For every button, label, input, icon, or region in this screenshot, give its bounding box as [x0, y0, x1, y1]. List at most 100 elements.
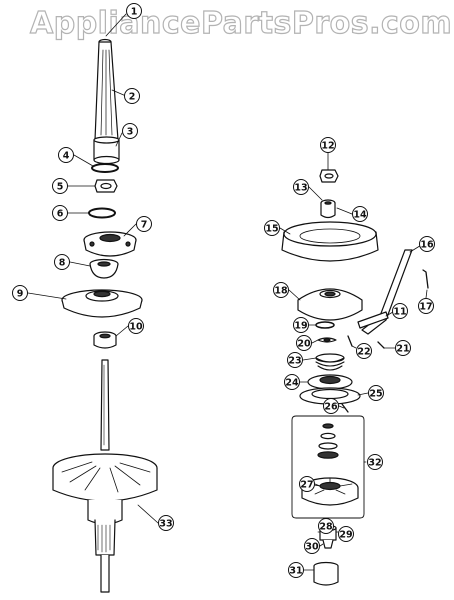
callout-circle — [158, 515, 174, 531]
callout-number: 23 — [288, 355, 301, 366]
callout-circle — [352, 206, 368, 222]
callout-number: 4 — [63, 150, 70, 161]
callout-number: 18 — [274, 285, 288, 296]
callout-number: 29 — [339, 529, 352, 540]
callout-circle — [124, 88, 140, 104]
callout-5: 5 — [52, 178, 68, 194]
part-19-washer-drawing — [315, 321, 335, 329]
callout-8: 8 — [54, 254, 70, 270]
callout-circle — [320, 137, 336, 153]
callout-circle — [419, 236, 435, 252]
callout-23: 23 — [287, 352, 303, 368]
callout-number: 13 — [294, 182, 307, 193]
callout-circle — [288, 562, 304, 578]
callout-number: 14 — [353, 209, 367, 220]
watermark: AppliancePartsPros.com — [29, 5, 453, 41]
callout-number: 15 — [265, 223, 278, 234]
part-24-25-disc-drawing — [299, 374, 361, 405]
part-3-collar-drawing — [93, 136, 120, 165]
callout-9: 9 — [12, 285, 28, 301]
callout-13: 13 — [293, 179, 309, 195]
callout-number: 22 — [357, 346, 370, 357]
callout-circle — [299, 476, 315, 492]
callout-circle — [12, 285, 28, 301]
callout-25: 25 — [368, 385, 384, 401]
callout-26: 26 — [323, 398, 339, 414]
callout-circle — [284, 374, 300, 390]
callout-circle — [367, 454, 383, 470]
callout-11: 11 — [392, 303, 408, 319]
callout-circle — [368, 385, 384, 401]
part-21-22-screws-drawing — [347, 335, 385, 349]
callout-number: 17 — [419, 301, 432, 312]
callout-32: 32 — [367, 454, 383, 470]
callout-number: 6 — [57, 208, 64, 219]
part-8-cup-drawing — [89, 258, 119, 279]
callout-circle — [318, 518, 334, 534]
part-5-nut-drawing — [94, 179, 118, 193]
part-11-plate-drawing — [357, 311, 389, 329]
part-10-bushing-drawing — [93, 331, 117, 349]
callout-circle — [126, 3, 142, 19]
callout-circle — [287, 352, 303, 368]
callout-circle — [128, 318, 144, 334]
callout-circle — [273, 282, 289, 298]
callout-circle — [264, 220, 280, 236]
callout-number: 2 — [129, 91, 136, 102]
callout-number: 32 — [368, 457, 381, 468]
callout-number: 11 — [393, 306, 406, 317]
callout-24: 24 — [284, 374, 300, 390]
callout-33: 33 — [158, 515, 174, 531]
callout-number: 33 — [159, 518, 172, 529]
callout-number: 27 — [300, 479, 313, 490]
callout-circle — [52, 205, 68, 221]
part-7-housing-drawing — [83, 231, 137, 257]
leader-lines — [27, 13, 428, 571]
callout-19: 19 — [293, 317, 309, 333]
callout-17: 17 — [418, 298, 434, 314]
callout-number: 28 — [319, 521, 333, 532]
part-20-spring-drawing — [317, 337, 337, 343]
callout-circle — [296, 335, 312, 351]
callout-22: 22 — [356, 343, 372, 359]
part-17-pin-drawing — [422, 269, 429, 289]
callout-number: 25 — [369, 388, 382, 399]
part-6-washer-drawing — [88, 207, 116, 219]
callout-18: 18 — [273, 282, 289, 298]
part-18-cam-drawing — [297, 288, 363, 321]
callout-14: 14 — [352, 206, 368, 222]
callout-number: 10 — [129, 321, 143, 332]
callout-29: 29 — [338, 526, 354, 542]
callout-number: 26 — [324, 401, 338, 412]
callout-12: 12 — [320, 137, 336, 153]
callout-circle — [338, 526, 354, 542]
callout-1: 1 — [126, 3, 142, 19]
part-12-nut-drawing — [319, 169, 339, 183]
callout-16: 16 — [419, 236, 435, 252]
callout-3: 3 — [122, 123, 138, 139]
part-26-screw-drawing — [341, 403, 349, 413]
callout-circle — [356, 343, 372, 359]
callout-4: 4 — [58, 147, 74, 163]
callout-7: 7 — [136, 216, 152, 232]
callout-circle — [58, 147, 74, 163]
callout-circle — [122, 123, 138, 139]
callout-circle — [54, 254, 70, 270]
callout-number: 8 — [59, 257, 66, 268]
callout-number: 31 — [289, 565, 302, 576]
part-33-transmission-drawing — [52, 359, 158, 593]
callout-circle — [293, 179, 309, 195]
callout-2: 2 — [124, 88, 140, 104]
callout-21: 21 — [395, 340, 411, 356]
callout-20: 20 — [296, 335, 312, 351]
callout-number: 24 — [285, 377, 299, 388]
part-13-14-bushing-drawing — [320, 199, 336, 219]
callout-circle — [418, 298, 434, 314]
callout-27: 27 — [299, 476, 315, 492]
callout-10: 10 — [128, 318, 144, 334]
part-23-spring-drawing — [315, 353, 345, 371]
callout-number: 7 — [141, 219, 148, 230]
